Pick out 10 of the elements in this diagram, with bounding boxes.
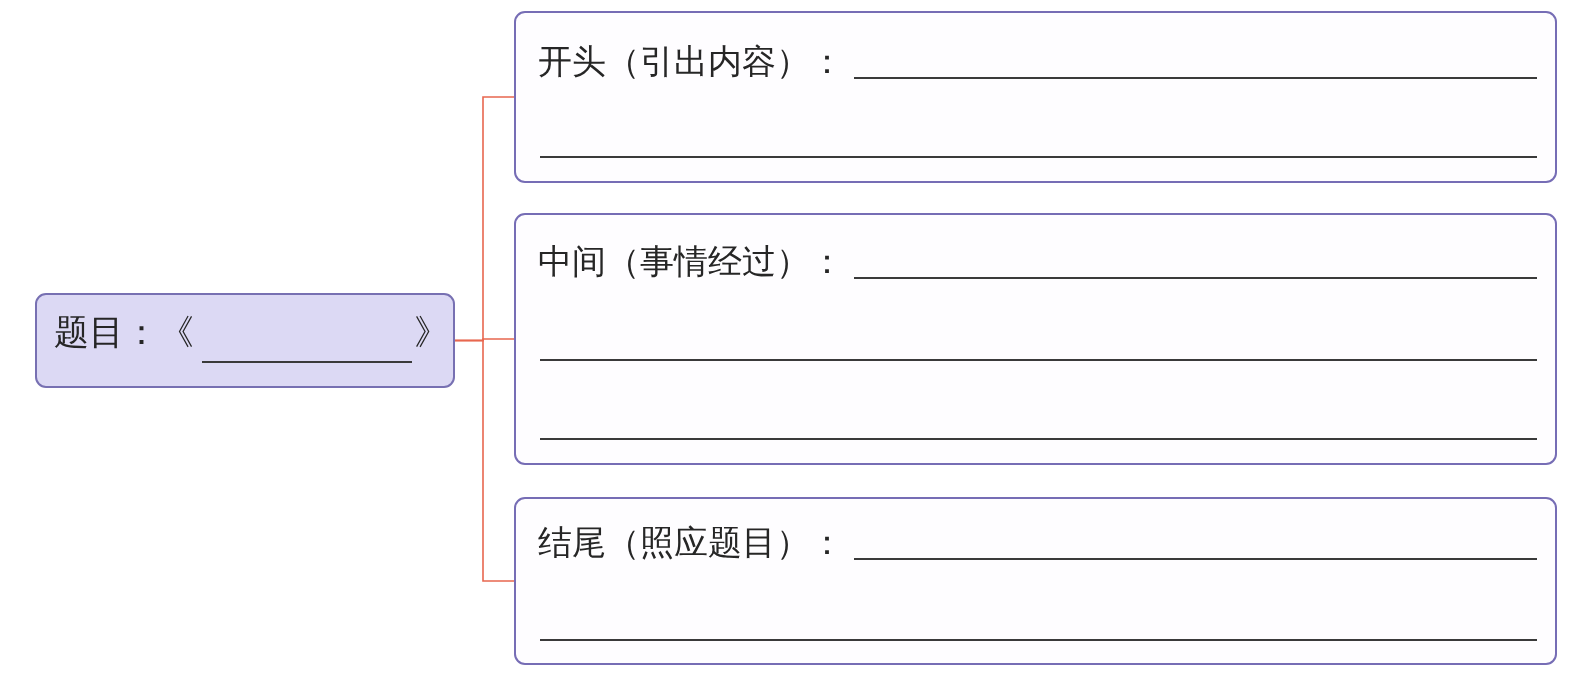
section-box [514,213,1557,465]
connector-line [454,339,515,582]
section-heading: 结尾（照应题目）： [538,522,844,562]
section-box [514,11,1557,183]
bracket-text: 》 [414,312,449,352]
section-heading: 开头（引出内容）： [538,41,844,81]
title-box [35,293,455,388]
section-box [514,497,1557,665]
title-label: 题目：《 [54,312,194,352]
section-heading: 中间（事情经过）： [538,241,844,281]
